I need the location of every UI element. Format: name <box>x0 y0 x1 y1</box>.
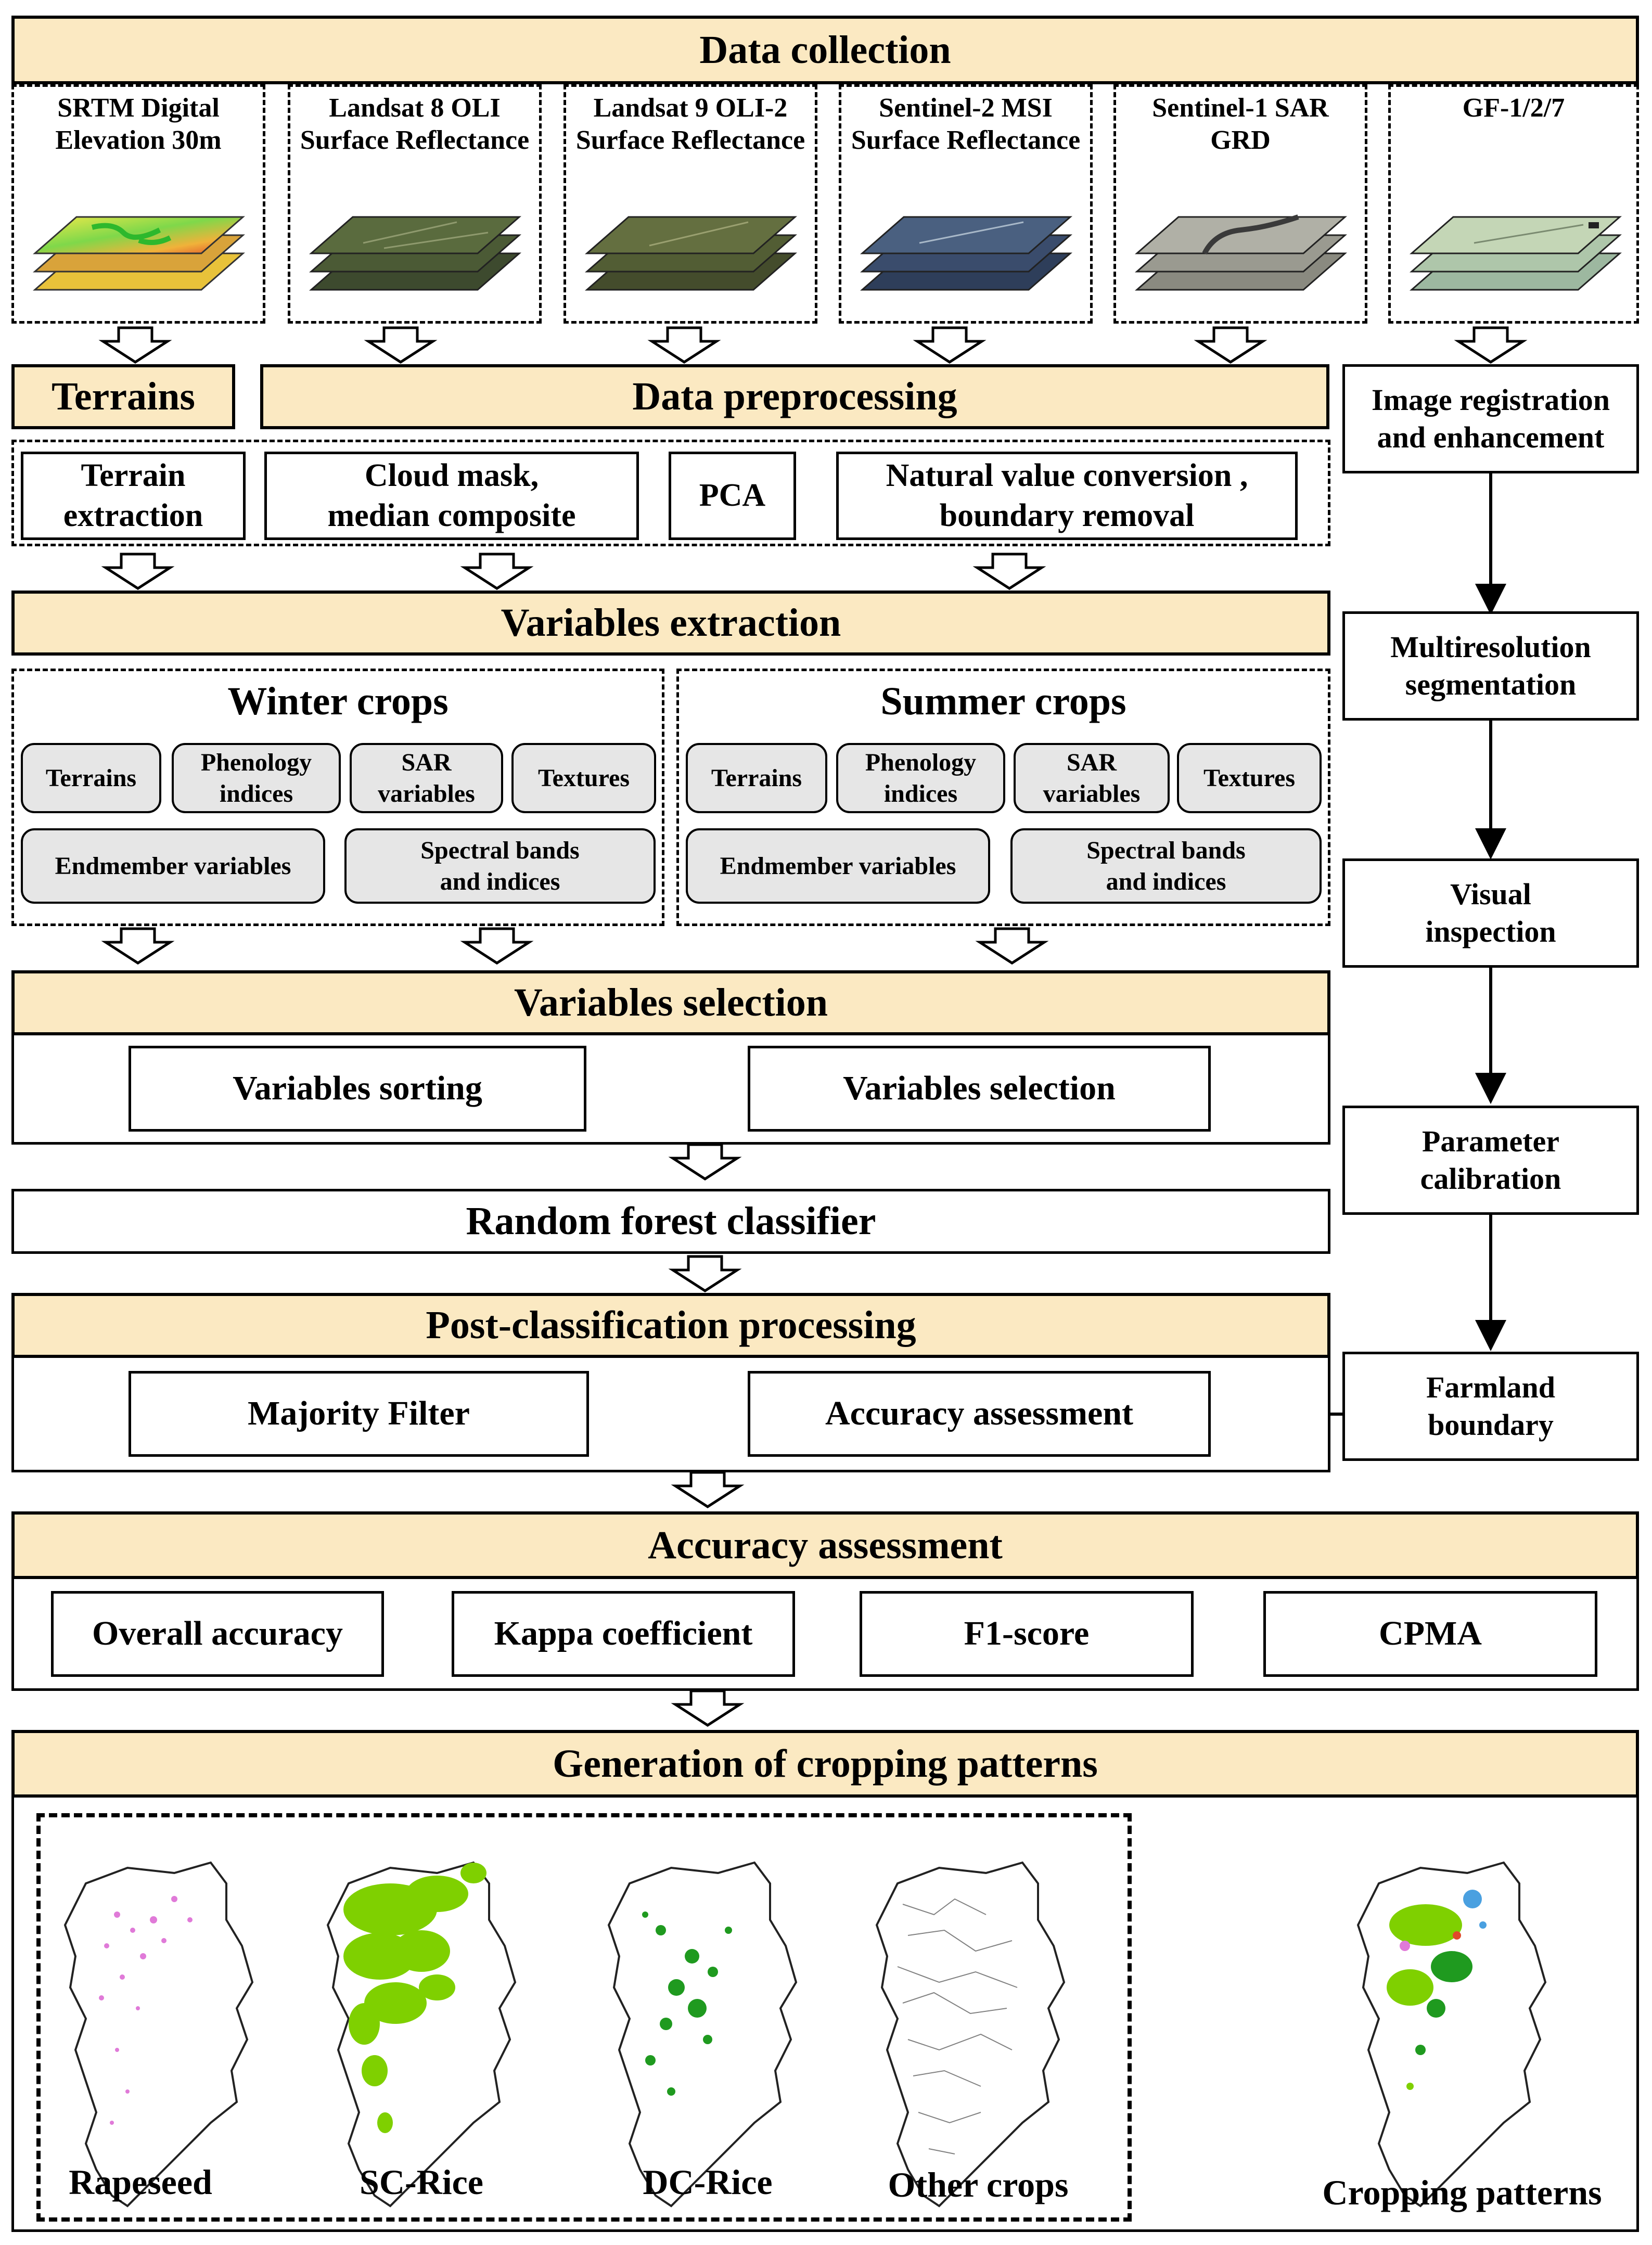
cropping-patterns-header: Generation of cropping patterns <box>11 1730 1639 1798</box>
landsat9-layer-stack-icon <box>585 216 797 291</box>
summer-endmember-chip: Endmember variables <box>686 828 990 904</box>
other-crops-map <box>876 1862 1065 2207</box>
sentinel2-layer-stack-icon <box>860 216 1072 291</box>
map-label-rapeseed: Rapeseed <box>69 2162 212 2202</box>
map-label-other-crops: Other crops <box>888 2165 1069 2204</box>
winter-crops-title: Winter crops <box>227 679 449 723</box>
summer-crops-group <box>676 669 1330 926</box>
crop-maps-group <box>36 1813 1132 2222</box>
winter-textures-chip: Textures <box>511 743 656 813</box>
summer-terrains-chip: Terrains <box>686 743 827 813</box>
metric-cpma: CPMA <box>1263 1591 1597 1677</box>
accuracy-assessment-header: Accuracy assessment <box>11 1511 1639 1579</box>
metric-kappa: Kappa coefficient <box>452 1591 795 1677</box>
preprocessing-header: Data preprocessing <box>260 364 1329 429</box>
cropping-patterns-map <box>1357 1862 1546 2207</box>
winter-endmember-chip: Endmember variables <box>21 828 325 904</box>
rapeseed-map <box>64 1862 253 2207</box>
summer-textures-chip: Textures <box>1177 743 1322 813</box>
metric-overall-accuracy: Overall accuracy <box>51 1591 384 1677</box>
random-forest-box: Random forest classifier <box>11 1189 1330 1254</box>
map-label-cropping-patterns: Cropping patterns <box>1322 2173 1602 2212</box>
preprocessing-group <box>11 440 1330 546</box>
post-classification-header: Post-classification processing <box>11 1293 1330 1358</box>
map-label-sc-rice: SC-Rice <box>360 2162 483 2202</box>
variables-selection-header: Variables selection <box>11 970 1330 1035</box>
summer-crops-title: Summer crops <box>880 679 1126 723</box>
variables-extraction-header: Variables extraction <box>11 591 1330 656</box>
majority-filter-box: Majority Filter <box>129 1371 589 1457</box>
winter-terrains-chip: Terrains <box>21 743 161 813</box>
sc-rice-map <box>327 1862 516 2207</box>
landsat8-layer-stack-icon <box>309 216 521 291</box>
data-collection-header: Data collection <box>11 16 1639 84</box>
source-gf: GF-1/2/7 <box>1388 84 1639 324</box>
cloud-mask-box: Cloud mask,median composite <box>264 452 639 540</box>
gf-layer-stack-icon <box>1410 216 1622 291</box>
post-accuracy-box: Accuracy assessment <box>748 1371 1211 1457</box>
dc-rice-map <box>608 1862 797 2207</box>
terrains-header: Terrains <box>11 364 235 429</box>
dem-layer-stack-icon <box>33 216 245 291</box>
natural-value-box: Natural value conversion ,boundary remov… <box>836 452 1298 540</box>
pca-box: PCA <box>669 452 796 540</box>
variables-selection-box: Variables selection <box>748 1046 1211 1132</box>
map-label-dc-rice: DC-Rice <box>643 2162 773 2202</box>
metric-f1-score: F1-score <box>860 1591 1194 1677</box>
variables-sorting-box: Variables sorting <box>129 1046 586 1132</box>
winter-crops-group <box>11 669 664 926</box>
sentinel1-layer-stack-icon <box>1135 214 1347 291</box>
